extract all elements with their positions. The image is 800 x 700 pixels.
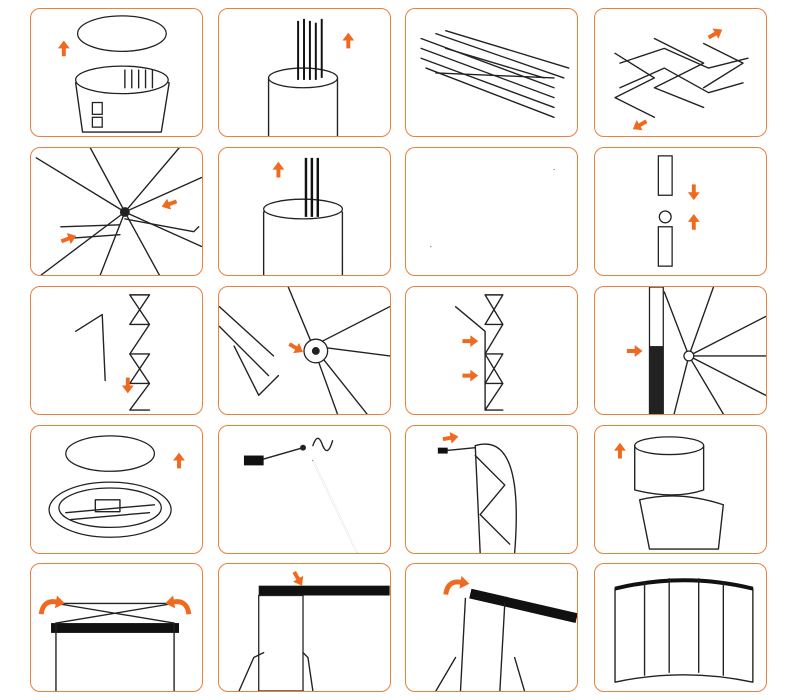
folded-frame-icon: [420, 29, 570, 118]
open-case-icon: [48, 435, 185, 538]
arrow-up-icon: [614, 442, 626, 459]
step-15-panel: [405, 425, 578, 554]
step-19-panel: [405, 563, 578, 692]
arrow-right-icon: [286, 338, 306, 358]
step-3-panel: [405, 8, 578, 137]
arrow-right-icon: [626, 345, 643, 357]
arrow-down-icon: [687, 184, 700, 201]
bar-attach-icon: [454, 294, 504, 411]
step-17-panel: [30, 563, 203, 692]
frame-side-icon: [626, 287, 766, 414]
finished-display-icon: [614, 578, 754, 683]
step-4-panel: [594, 8, 767, 137]
hang-graphic-icon: [238, 568, 390, 691]
magnetic-bars-icon: [262, 157, 344, 275]
arrow-right-icon: [59, 230, 79, 247]
arrow-right-icon: [462, 369, 479, 382]
step-9-panel: [30, 286, 203, 415]
arrow-diagonal-icon: [629, 116, 650, 135]
step-5-panel: [30, 147, 203, 276]
step-16-panel: [594, 425, 767, 554]
arrow-curve-icon: [165, 596, 189, 615]
arrow-up-icon: [272, 161, 285, 178]
step-2-panel: [218, 8, 391, 137]
bar-hook-icon: [74, 294, 151, 411]
arrow-right-icon: [441, 430, 460, 445]
hub-lock-icon: [219, 287, 390, 414]
arrow-right-icon: [462, 335, 479, 348]
arrow-curve-icon: [446, 576, 470, 595]
step-10-panel: [218, 286, 391, 415]
light-arm-icon: [243, 437, 358, 553]
step-1-panel: [30, 8, 203, 137]
step-7-panel: [405, 147, 578, 276]
hands-frame-icon: [31, 564, 202, 691]
expanding-frame-icon: [614, 24, 749, 135]
step-13-panel: [30, 425, 203, 554]
hand-hub-icon: [35, 148, 202, 275]
step-20-panel: [594, 563, 767, 692]
case-stack-icon: [614, 436, 725, 550]
arrow-up-icon: [173, 452, 185, 469]
arrow-up-icon: [687, 213, 700, 230]
step-8-panel: [594, 147, 767, 276]
light-on-frame-icon: [437, 430, 517, 553]
step-12-panel: [594, 286, 767, 415]
arrow-down-icon: [289, 568, 308, 589]
step-18-panel: [218, 563, 391, 692]
arrow-left-icon: [159, 195, 179, 213]
arrow-up-icon: [342, 32, 355, 49]
case-lid-icon: [57, 15, 170, 133]
frame-in-case-icon: [267, 18, 355, 136]
bar-connector-icon: [657, 155, 700, 267]
step-14-panel: [218, 425, 391, 554]
step-6-panel: [218, 147, 391, 276]
step-11-panel: [405, 286, 578, 415]
zigzag-bar-icon: [430, 163, 555, 249]
arrow-curve-icon: [41, 596, 65, 615]
arrow-diagonal-icon: [705, 24, 726, 43]
arrow-up-icon: [57, 40, 70, 57]
roll-graphic-icon: [435, 564, 577, 691]
